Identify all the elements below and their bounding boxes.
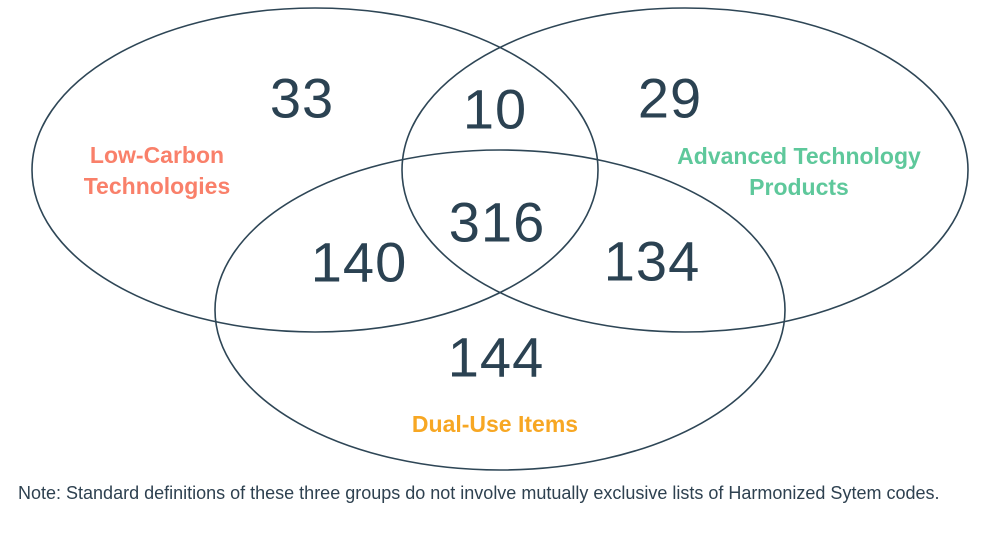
region-count-all-three: 316	[448, 190, 546, 254]
region-count-low-carbon-only: 33	[269, 66, 335, 130]
set-label-dual-use-items: Dual-Use Items	[411, 411, 579, 437]
footnote: Note: Standard definitions of these thre…	[18, 483, 940, 503]
dual-use-ellipse	[214, 149, 786, 471]
region-count-advanced-and-dual-use: 134	[603, 229, 701, 293]
region-count-low-carbon-and-dual-use: 140	[310, 230, 408, 294]
set-label-advanced-technology-products: Advanced Technology Products	[677, 143, 921, 200]
region-count-low-carbon-and-advanced: 10	[462, 77, 528, 141]
region-count-dual-use-only: 144	[447, 325, 545, 389]
set-label-low-carbon-technologies: Low-Carbon Technologies	[83, 142, 231, 199]
advanced-technology-ellipse	[401, 7, 969, 333]
low-carbon-ellipse	[31, 7, 599, 333]
region-count-advanced-only: 29	[637, 66, 703, 130]
